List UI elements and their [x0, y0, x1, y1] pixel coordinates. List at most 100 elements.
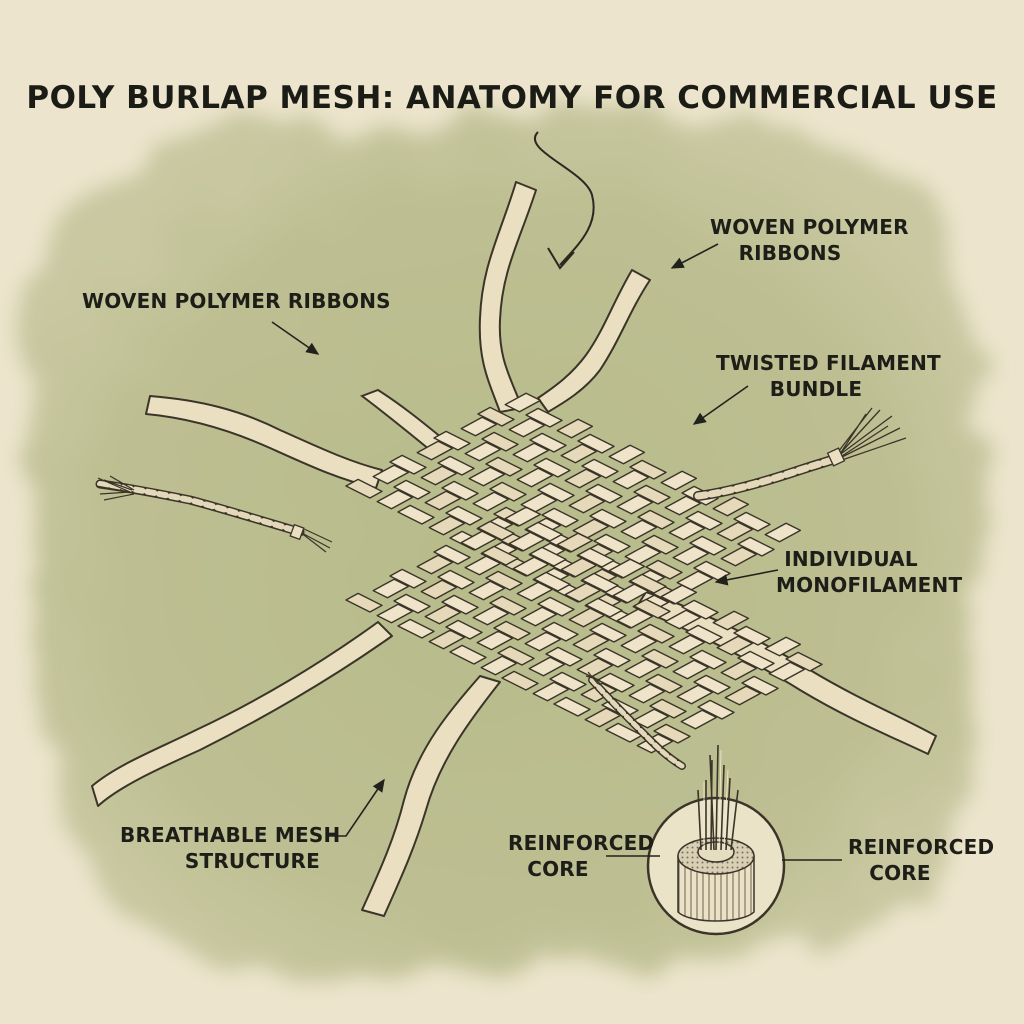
mesh-tile	[637, 509, 675, 530]
mesh-tile	[464, 441, 502, 462]
mesh-tile	[497, 645, 535, 666]
label-line: STRUCTURE	[184, 849, 320, 873]
mesh-tile	[529, 432, 567, 453]
mesh-tile	[501, 670, 539, 691]
mesh-tile	[441, 594, 479, 615]
mesh-tile	[464, 555, 502, 576]
mesh-tile	[481, 545, 519, 566]
mesh-tile	[372, 578, 410, 599]
twisted-bundle-left	[95, 475, 333, 553]
mesh-tile	[480, 655, 518, 676]
mesh-tile	[345, 478, 383, 499]
mesh-tile	[481, 431, 519, 452]
mesh-tile	[712, 496, 750, 517]
mesh-tile	[537, 596, 575, 617]
mesh-tile	[420, 465, 458, 486]
label-reinforced-core-left: REINFORCED CORE	[508, 830, 654, 882]
mesh-tile	[533, 457, 571, 478]
mesh-tile	[477, 520, 515, 541]
mesh-tile	[685, 510, 723, 531]
mesh-tile	[612, 469, 650, 490]
mesh-tile	[693, 674, 731, 695]
mesh-tile	[560, 557, 598, 578]
label-line: TWISTED FILAMENT	[716, 351, 941, 375]
label-woven-polymer-ribbons-left: WOVEN POLYMER RIBBONS	[82, 289, 391, 313]
label-twisted-filament-bundle: TWISTED FILAMENT BUNDLE	[716, 350, 941, 402]
mesh-tile	[664, 495, 702, 516]
mesh-tile	[508, 417, 546, 438]
mesh-tile	[397, 504, 435, 525]
label-line: CORE	[527, 857, 589, 881]
mesh-tile	[460, 530, 498, 551]
mesh-tile	[764, 636, 802, 657]
mesh-tile	[649, 698, 687, 719]
mesh-tile	[376, 603, 414, 624]
mesh-tile	[585, 483, 623, 504]
mesh-tile	[416, 440, 454, 461]
mesh-tile	[477, 406, 515, 427]
mesh-tile	[428, 515, 466, 536]
mesh-tile	[629, 459, 667, 480]
mesh-tile	[437, 455, 475, 476]
mesh-tile	[633, 598, 671, 619]
mesh-tile	[737, 536, 775, 557]
reinforced-core-detail	[646, 744, 786, 936]
mesh-tile	[389, 454, 427, 475]
mesh-tile	[493, 620, 531, 641]
mesh-tile	[441, 480, 479, 501]
mesh-tile	[376, 489, 414, 510]
mesh-tile	[529, 546, 567, 567]
mesh-tile	[672, 545, 710, 566]
mesh-tile	[616, 494, 654, 515]
mesh-tile	[737, 650, 775, 671]
leader-monofilament	[714, 569, 779, 586]
mesh-tile	[416, 554, 454, 575]
mesh-tile	[668, 634, 706, 655]
mesh-tile	[720, 660, 758, 681]
mesh-tile	[524, 631, 562, 652]
mesh-tile	[424, 604, 462, 625]
mesh-tile	[681, 599, 719, 620]
mesh-tile	[733, 511, 771, 532]
mesh-tile	[393, 479, 431, 500]
label-breathable-mesh-structure: BREATHABLE MESH STRUCTURE	[120, 822, 340, 874]
mesh-tile	[516, 467, 554, 488]
mesh-tile	[424, 490, 462, 511]
mesh-tile	[393, 593, 431, 614]
mesh-tile	[525, 521, 563, 542]
mesh-tile	[472, 491, 510, 512]
mesh-tile	[564, 582, 602, 603]
mesh-tile	[397, 618, 435, 639]
label-reinforced-core-right: REINFORCED CORE	[848, 834, 994, 886]
mesh-tile	[716, 635, 754, 656]
mesh-tile	[433, 544, 471, 565]
mesh-tile	[485, 570, 523, 591]
twisted-bundle-right	[693, 407, 907, 501]
label-line: RIBBONS	[738, 241, 842, 265]
mesh-tile	[445, 505, 483, 526]
mesh-tile	[716, 521, 754, 542]
mesh-tile	[633, 484, 671, 505]
mesh-tile	[568, 493, 606, 514]
mesh-tile	[468, 580, 506, 601]
mesh-tile	[564, 468, 602, 489]
mesh-tile	[597, 672, 635, 693]
mesh-tile	[676, 684, 714, 705]
mesh-tile	[460, 416, 498, 437]
mesh-tile	[585, 597, 623, 618]
mesh-tile	[785, 651, 823, 672]
mesh-tile	[512, 556, 550, 577]
mesh-tile	[556, 418, 594, 439]
mesh-tile	[593, 647, 631, 668]
curved-arrow-head	[547, 247, 575, 270]
ribbon-top-right	[537, 269, 651, 413]
mesh-tile	[556, 532, 594, 553]
mesh-tile	[372, 464, 410, 485]
mesh-tile	[641, 648, 679, 669]
mesh-tile	[577, 547, 615, 568]
label-line: BUNDLE	[769, 377, 863, 401]
mesh-tile	[733, 625, 771, 646]
mesh-tile	[516, 581, 554, 602]
mesh-tile	[645, 559, 683, 580]
